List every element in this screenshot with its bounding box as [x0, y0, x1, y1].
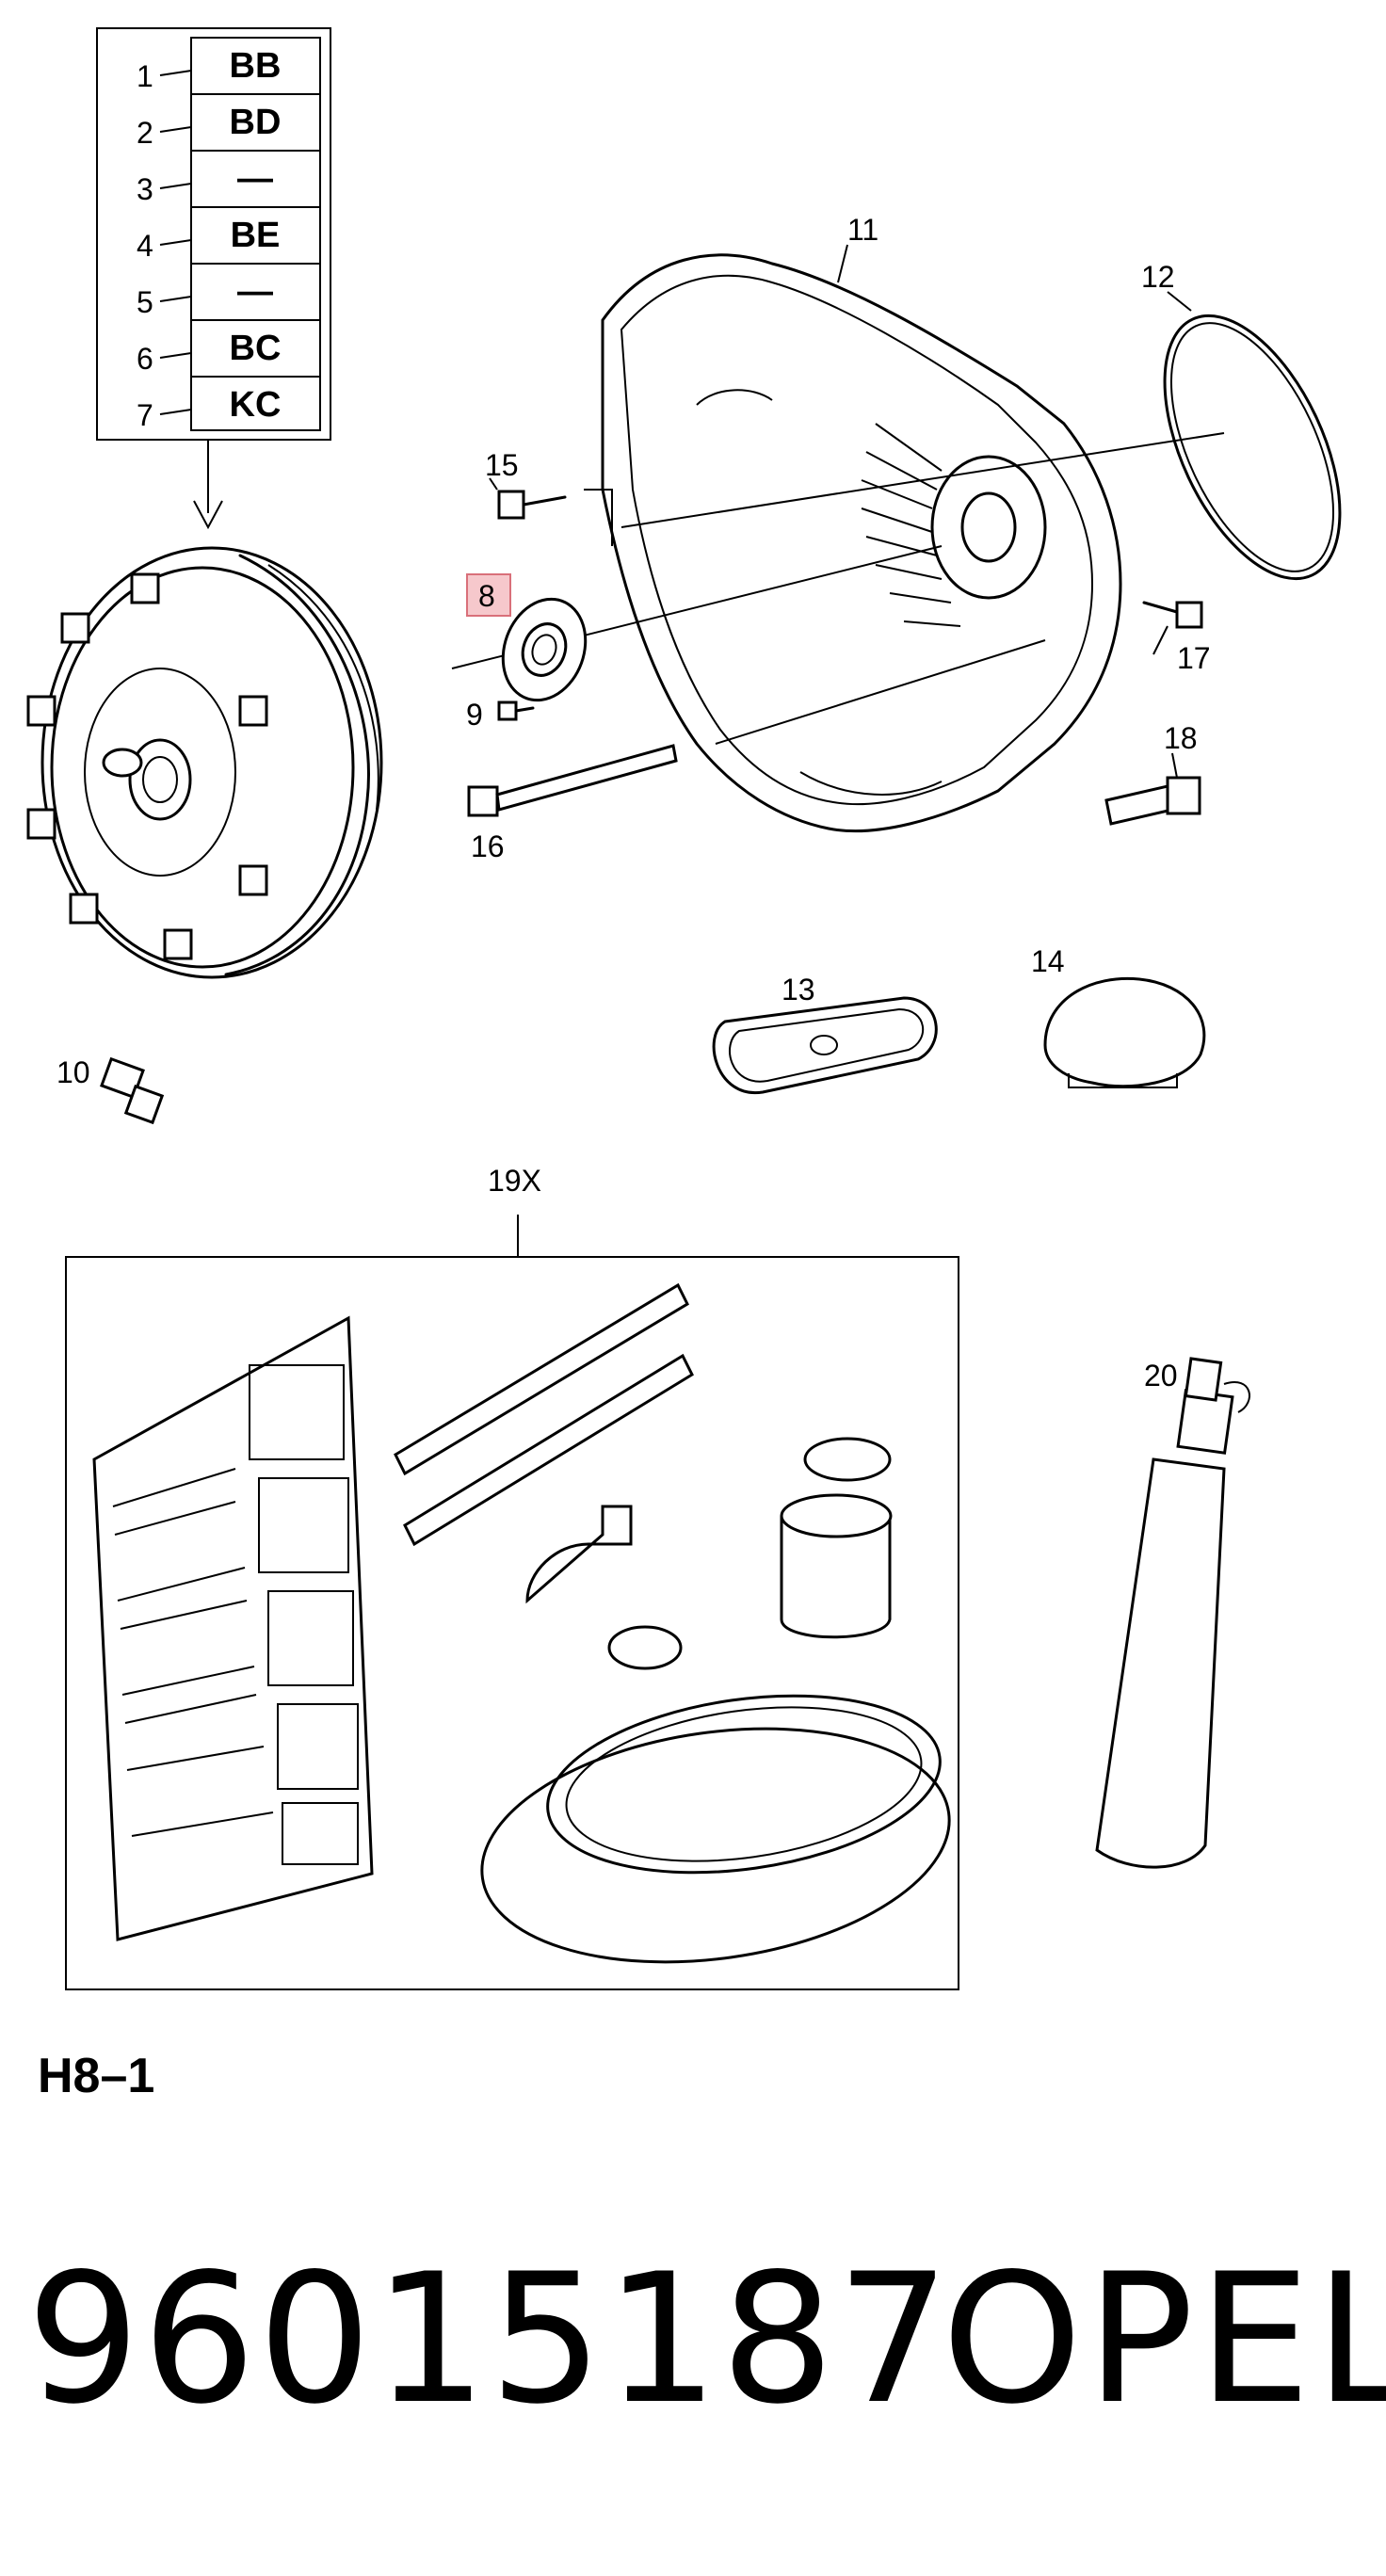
variant-code: — — [237, 159, 273, 199]
variant-code: BD — [230, 103, 282, 142]
variant-code: BC — [230, 329, 282, 368]
brand-name: OPEL — [942, 2235, 1386, 2443]
transmission-housing-drawing — [451, 253, 1225, 833]
seal-drawing — [501, 597, 588, 702]
callout-8[interactable]: 8 — [478, 579, 495, 613]
callout-19x[interactable]: 19X — [488, 1164, 541, 1198]
torque-converter-drawing — [26, 546, 383, 979]
variant-number: 1 — [137, 59, 153, 93]
callout-11[interactable]: 11 — [847, 213, 878, 247]
variant-row-5: 5 — — [137, 272, 273, 319]
highlighted-callout-box — [466, 573, 511, 617]
bolt-18-drawing — [1104, 776, 1201, 826]
seal-kit-box — [65, 1215, 959, 1990]
bolt-15-drawing — [497, 490, 567, 520]
o-ring-drawing — [1163, 314, 1342, 581]
leader-lines — [489, 244, 1192, 779]
bolt-9-drawing — [497, 700, 535, 721]
callout-16[interactable]: 16 — [471, 829, 505, 863]
variant-row-7: 7 KC — [137, 385, 281, 432]
diagram-code: H8–1 — [38, 2049, 155, 2103]
variant-row-2: 2 BD — [137, 103, 281, 150]
variant-number: 7 — [137, 398, 153, 432]
callout-15[interactable]: 15 — [485, 448, 519, 482]
callout-10[interactable]: 10 — [56, 1055, 90, 1089]
callout-18[interactable]: 18 — [1164, 721, 1198, 755]
callout-17[interactable]: 17 — [1177, 641, 1211, 675]
cap-drawing — [1043, 976, 1206, 1088]
variant-number: 3 — [137, 172, 153, 206]
sealant-tube-drawing — [1095, 1357, 1250, 1869]
plug-10-drawing — [100, 1056, 165, 1125]
callout-12[interactable]: 12 — [1141, 260, 1175, 294]
variant-number: 4 — [137, 229, 153, 263]
part-number: 96015187 — [26, 2235, 953, 2443]
variant-table: 1 BB 2 BD 3 — 4 BE 5 — 6 BC — [96, 27, 331, 530]
variant-code: BE — [231, 216, 281, 255]
callouts: 8 9 10 11 12 13 14 15 16 17 18 19X 20 — [56, 213, 1211, 1393]
callout-20[interactable]: 20 — [1144, 1359, 1178, 1393]
cover-plate-drawing — [712, 996, 938, 1095]
variant-number: 6 — [137, 342, 153, 376]
variant-code: — — [237, 272, 273, 312]
callout-14[interactable]: 14 — [1031, 944, 1065, 978]
variant-number: 5 — [137, 285, 153, 319]
callout-9[interactable]: 9 — [466, 698, 483, 732]
callout-13[interactable]: 13 — [782, 973, 815, 1006]
variant-row-6: 6 BC — [137, 329, 281, 376]
variant-number: 2 — [137, 116, 153, 150]
variant-code: BB — [230, 46, 282, 86]
bolt-16-drawing — [467, 744, 678, 817]
variant-row-4: 4 BE — [137, 216, 280, 263]
variant-code: KC — [230, 385, 282, 425]
variant-row-1: 1 BB — [137, 46, 281, 93]
variant-row-3: 3 — — [137, 159, 273, 206]
bolt-17-drawing — [1142, 601, 1203, 629]
